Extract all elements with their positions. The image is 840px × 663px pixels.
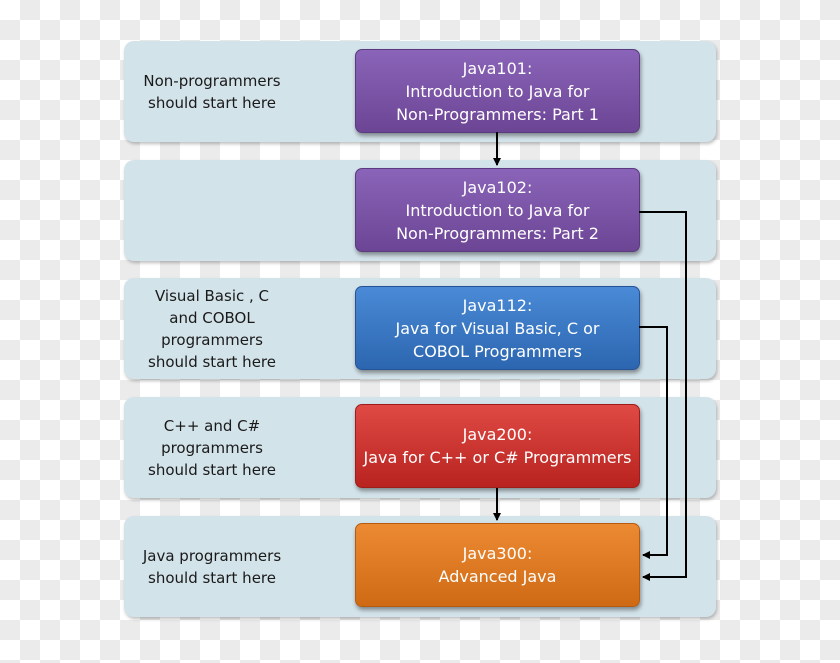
audience-label: Visual Basic , C and COBOL programmers s…	[148, 286, 276, 371]
course-java200: Java200: Java for C++ or C# Programmers	[355, 404, 640, 488]
course-java102: Java102: Introduction to Java for Non-Pr…	[355, 168, 640, 252]
course-java112: Java112: Java for Visual Basic, C or COB…	[355, 286, 640, 370]
course-java300: Java300: Advanced Java	[355, 523, 640, 607]
arrow-java112-to-java300	[639, 326, 668, 559]
arrow-java102-to-java300	[639, 211, 687, 581]
course-java101: Java101: Introduction to Java for Non-Pr…	[355, 49, 640, 133]
audience-label: C++ and C# programmers should start here	[148, 416, 276, 479]
audience-label: Non-programmers should start here	[143, 71, 281, 112]
audience-label: Java programmers should start here	[142, 546, 282, 587]
